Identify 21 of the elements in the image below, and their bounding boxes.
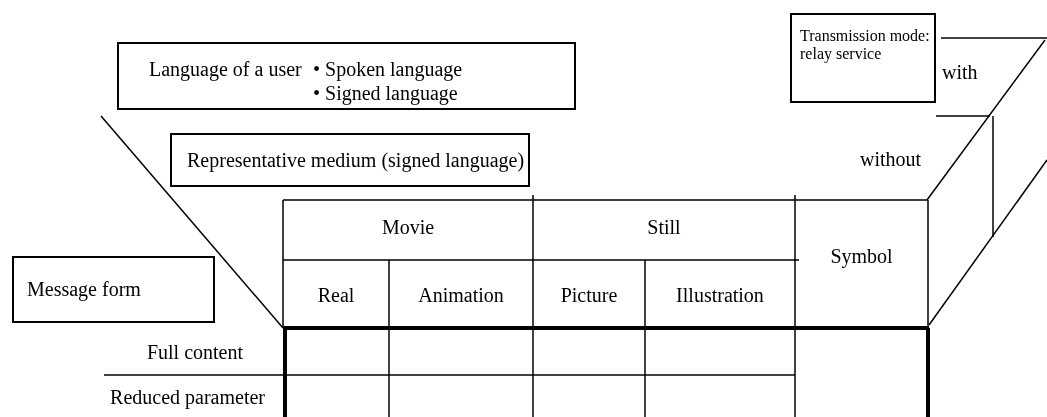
text-box [12,256,215,323]
box-text: • Signed language [313,82,458,104]
text-box [170,133,530,187]
column-header: Picture [559,284,619,306]
box-text: Transmission mode: relay service [800,27,931,63]
column-header: Still [646,216,682,238]
row-label: Reduced parameter [109,386,265,408]
option-label: without [860,148,923,170]
column-header: Movie [380,216,436,238]
column-header: Animation [417,284,505,306]
text-box [790,13,936,103]
column-header: Real [316,284,356,306]
option-label: with [942,61,979,83]
text-box [117,42,576,110]
box-text: Language of a user [149,58,302,80]
box-text: Message form [27,278,141,300]
column-header: Symbol [829,245,894,267]
box-text: Representative medium (signed language) [187,149,525,171]
row-label: Full content [145,341,243,363]
column-header: Illustration [675,284,765,306]
box-text: • Spoken language [313,58,463,80]
